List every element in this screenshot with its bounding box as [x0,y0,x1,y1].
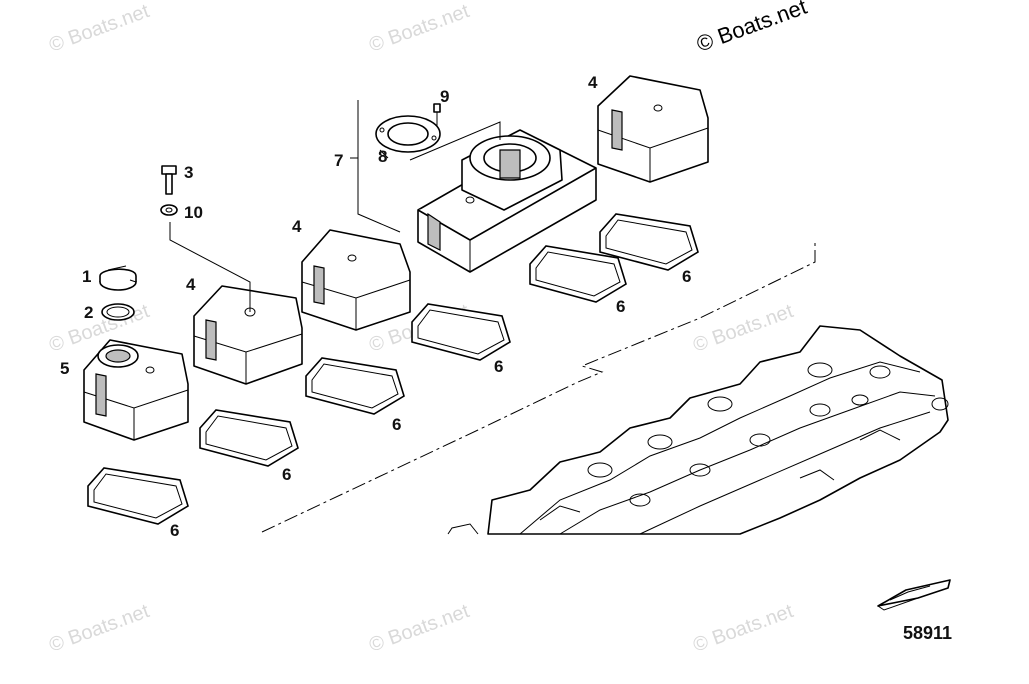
callout-7: 7 [334,151,343,170]
valve-cover-breather [417,129,597,273]
copyright-notice: © Boats.net [693,0,810,57]
callout-4: 4 [588,73,598,92]
o-ring [101,303,135,321]
valve-cover-gaskets [87,213,699,525]
oil-filler-cap [99,265,137,291]
callout-6: 6 [616,297,625,316]
callout-6: 6 [170,521,179,540]
callout-6: 6 [392,415,401,434]
callouts: 1 2 3 10 4 4 4 5 7 8 9 6 6 6 6 6 6 [60,73,691,540]
reference-number: 58911 [903,623,952,643]
callout-8: 8 [378,147,387,166]
bolt [161,165,177,195]
callout-1: 1 [82,267,91,286]
valve-cover [193,285,303,385]
watermark: © Boats.net [690,600,796,657]
assembly-boundary-line [261,242,816,533]
breather-gasket [375,115,441,153]
valve-cover [597,75,709,183]
watermark: © Boats.net [46,0,152,57]
callout-2: 2 [84,303,93,322]
valve-cover-filler [83,339,189,441]
cylinder-head [447,325,949,535]
callout-6: 6 [282,465,291,484]
washer [160,204,178,216]
callout-6: 6 [682,267,691,286]
watermark: © Boats.net [46,600,152,657]
watermark: © Boats.net [366,0,472,57]
leader-lines [129,100,501,312]
callout-9: 9 [440,87,449,106]
boat-icon [877,579,951,611]
callout-5: 5 [60,359,69,378]
callout-4: 4 [186,275,196,294]
callout-3: 3 [184,163,193,182]
watermark: © Boats.net [690,300,796,357]
watermark: © Boats.net [366,600,472,657]
screw [433,103,441,126]
callout-10: 10 [184,203,203,222]
callout-4: 4 [292,217,302,236]
callout-6: 6 [494,357,503,376]
valve-cover [301,229,411,331]
